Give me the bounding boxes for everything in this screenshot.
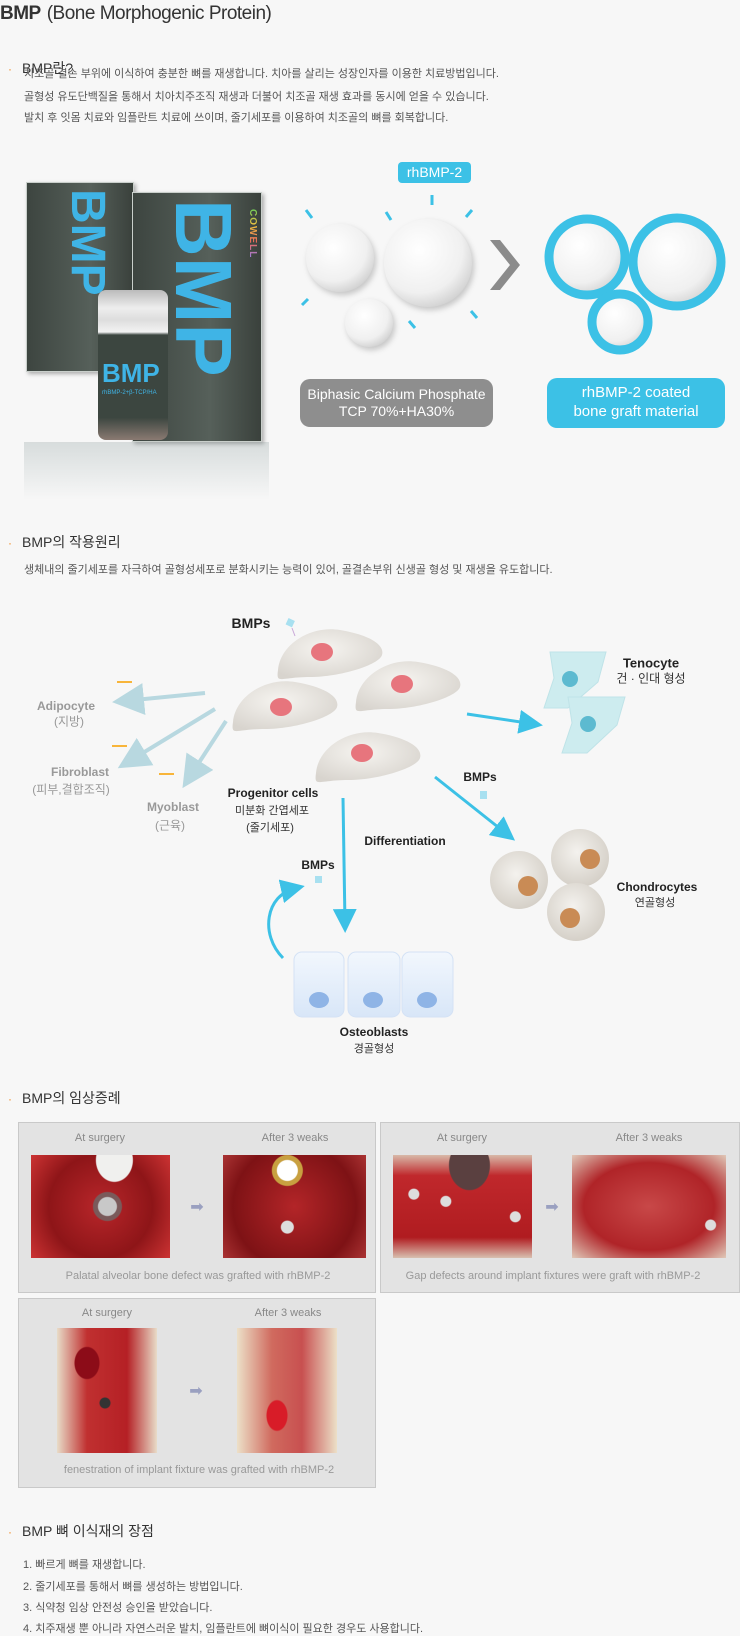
- arrow-to-fibroblast: [117, 707, 217, 769]
- arrow-icons: [300, 195, 479, 329]
- page-title: BMP(Bone Morphogenic Protein): [0, 3, 272, 24]
- arrow-right-icon: ➡: [189, 1383, 203, 1400]
- sphere: [306, 224, 374, 292]
- chondrocytes-label: Chondrocytes: [616, 880, 698, 894]
- advantage-item: 4. 치주재생 뿐 아니라 자연스러운 발치, 임플란트에 뼈이식이 필요한 경…: [23, 1623, 424, 1635]
- chevron-right-icon: [490, 240, 520, 290]
- progenitor-kr1: 미분화 간엽세포: [235, 805, 309, 817]
- photo-before: [31, 1155, 170, 1258]
- progenitor-cells: [232, 629, 461, 783]
- arrow-to-osteoblasts: [332, 797, 357, 933]
- photo-after: [572, 1155, 726, 1258]
- section-heading-advantages: ·BMP 뼈 이식재의 장점: [8, 1523, 154, 1539]
- clinical-case-3: At surgery After 3 weaks ➡ fenestration …: [18, 1298, 376, 1488]
- osteoblasts-kr: 경골형성: [353, 1043, 395, 1055]
- brand-logo: COWELL: [247, 209, 258, 259]
- bmps-label-top: BMPs: [231, 615, 271, 631]
- osteoblast-cell: [401, 951, 454, 1018]
- mechanism-diagram: [112, 618, 626, 1018]
- coated-sphere: [628, 213, 726, 311]
- adipocyte-kr: (지방): [53, 714, 85, 729]
- intro-line-3: 발치 후 잇몸 치료와 임플란트 치료에 쓰이며, 줄기세포를 이용하여 치조골…: [24, 112, 449, 124]
- arrow-to-myoblast: [182, 719, 228, 789]
- advantage-item: 3. 식약청 임상 안전성 승인을 받았습니다.: [23, 1602, 213, 1614]
- coating-graphic: [300, 195, 726, 355]
- photo-after: [237, 1328, 337, 1453]
- arrow-to-tenocyte: [466, 709, 543, 734]
- chondrocyte-cell: [551, 829, 609, 887]
- bmps-label-right: BMPs: [463, 770, 497, 784]
- arrow-right-icon: ➡: [545, 1199, 559, 1216]
- photo-after: [223, 1155, 366, 1258]
- dash-mark: [117, 681, 132, 683]
- coated-sphere: [544, 214, 630, 300]
- fibroblast-label: Fibroblast: [50, 765, 110, 779]
- photo-before: [393, 1155, 532, 1258]
- mechanism-desc: 생체내의 줄기세포를 자극하여 골형성세포로 분화시키는 능력이 있어, 골결손…: [24, 564, 553, 576]
- adipocyte-label: Adipocyte: [36, 699, 96, 713]
- fibroblast-kr: (피부,결합조직): [32, 782, 110, 797]
- sphere: [384, 219, 472, 307]
- case-caption: Gap defects around implant fixtures were…: [405, 1270, 701, 1282]
- intro-line-1: 치조골 결손 부위에 이식하여 충분한 뼈를 재생합니다. 치아를 살리는 성장…: [24, 68, 499, 80]
- product-image: BMP BMP COWELL BMP rhBMP-2+β-TCP/HA: [24, 180, 269, 500]
- differentiation-label: Differentiation: [364, 834, 446, 848]
- advantage-item: 2. 줄기세포를 통해서 뼈를 생성하는 방법입니다.: [23, 1581, 243, 1593]
- sphere: [345, 299, 393, 347]
- dash-mark: [112, 745, 127, 747]
- after-label: After 3 weaks: [254, 1307, 322, 1319]
- osteoblast-cell: [293, 951, 345, 1018]
- section-heading-mechanism: ·BMP의 작용원리: [8, 534, 121, 550]
- arrow-to-adipocyte: [112, 683, 206, 715]
- after-label: After 3 weaks: [615, 1132, 683, 1144]
- clinical-case-1: At surgery After 3 weaks ➡ Palatal alveo…: [18, 1122, 376, 1293]
- curved-arrow-bmps: [267, 879, 305, 960]
- before-label: At surgery: [74, 1132, 126, 1144]
- product-vial: BMP rhBMP-2+β-TCP/HA: [98, 290, 168, 440]
- case-caption: Palatal alveolar bone defect was grafted…: [65, 1270, 331, 1282]
- progenitor-kr2: (줄기세포): [246, 822, 294, 834]
- section-heading-what-is-bmp: ·BMP란?: [8, 60, 74, 76]
- bmp-molecule: [285, 618, 295, 628]
- advantage-item: 1. 빠르게 뼈를 재생합니다.: [23, 1559, 146, 1571]
- coated-sphere: [587, 289, 653, 355]
- myoblast-label: Myoblast: [146, 800, 200, 814]
- case-caption: fenestration of implant fixture was graf…: [63, 1464, 335, 1476]
- clinical-case-2: At surgery After 3 weaks ➡ Gap defects a…: [380, 1122, 740, 1293]
- photo-before: [57, 1328, 157, 1453]
- section-heading-clinical-cases: ·BMP의 임상증례: [8, 1090, 121, 1106]
- before-label: At surgery: [81, 1307, 133, 1319]
- dash-mark: [159, 773, 174, 775]
- arrow-to-chondrocytes: [434, 775, 516, 841]
- rhbmp2-badge: rhBMP-2: [398, 162, 471, 183]
- bmp-molecule: [315, 876, 322, 883]
- tenocyte-kr: 건 · 인대 형성: [616, 671, 686, 686]
- bmp-molecule: [480, 791, 487, 799]
- bmps-label-bottom: BMPs: [301, 858, 335, 872]
- osteoblasts-label: Osteoblasts: [339, 1025, 409, 1039]
- arrow-right-icon: ➡: [190, 1199, 204, 1216]
- osteoblast-cell: [347, 951, 401, 1018]
- tenocyte-label: Tenocyte: [622, 655, 680, 671]
- chondrocyte-cell: [490, 851, 548, 909]
- chondrocytes-kr: 연골형성: [634, 897, 676, 909]
- intro-line-2: 골형성 유도단백질을 통해서 치아치주조직 재생과 더불어 치조골 재생 효과를…: [24, 91, 489, 103]
- product-reflection: [24, 442, 269, 500]
- before-label: At surgery: [436, 1132, 488, 1144]
- after-label: After 3 weaks: [261, 1132, 329, 1144]
- myoblast-kr: (근육): [154, 818, 186, 833]
- progenitor-label: Progenitor cells: [227, 786, 319, 800]
